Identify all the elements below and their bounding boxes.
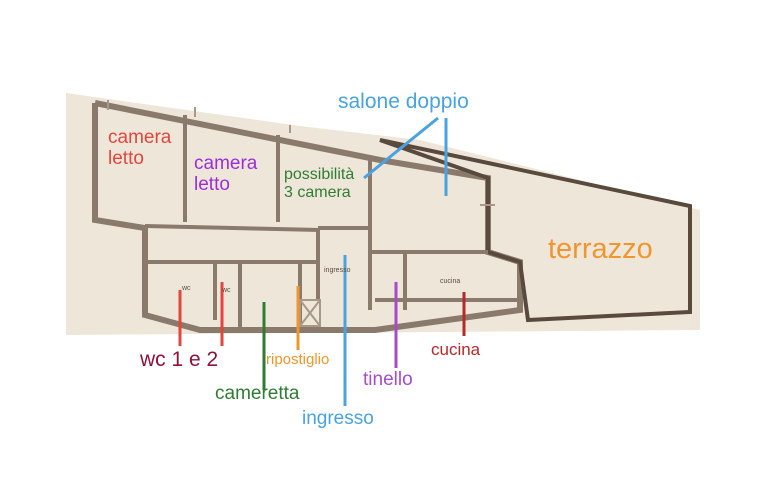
salone-leader-line — [363, 116, 439, 180]
svg-text:wc: wc — [221, 287, 231, 294]
label-cameretta: cameretta — [215, 383, 300, 404]
label-ingresso: ingresso — [302, 408, 374, 429]
terrace-outline — [379, 138, 692, 323]
label-camera-letto-1: camera letto — [108, 127, 172, 169]
plan-paper — [66, 93, 700, 335]
label-terrazzo: terrazzo — [548, 233, 653, 265]
label-tinello: tinello — [363, 369, 413, 390]
label-wc-1-e-2: wc 1 e 2 — [140, 348, 219, 371]
svg-text:cucina: cucina — [440, 278, 460, 285]
label-possibilita-3-camera: possibilità 3 camera — [284, 166, 355, 201]
label-salone-doppio: salone doppio — [338, 90, 469, 113]
plan-details — [107, 100, 495, 327]
label-camera-letto-2: camera letto — [194, 153, 258, 195]
label-cucina: cucina — [431, 340, 481, 359]
svg-text:wc: wc — [181, 285, 191, 292]
svg-text:ingresso: ingresso — [324, 267, 351, 274]
plan-small-room-text: wc wc ingresso cucina — [181, 267, 460, 294]
label-ripostiglio: ripostiglio — [266, 351, 330, 368]
